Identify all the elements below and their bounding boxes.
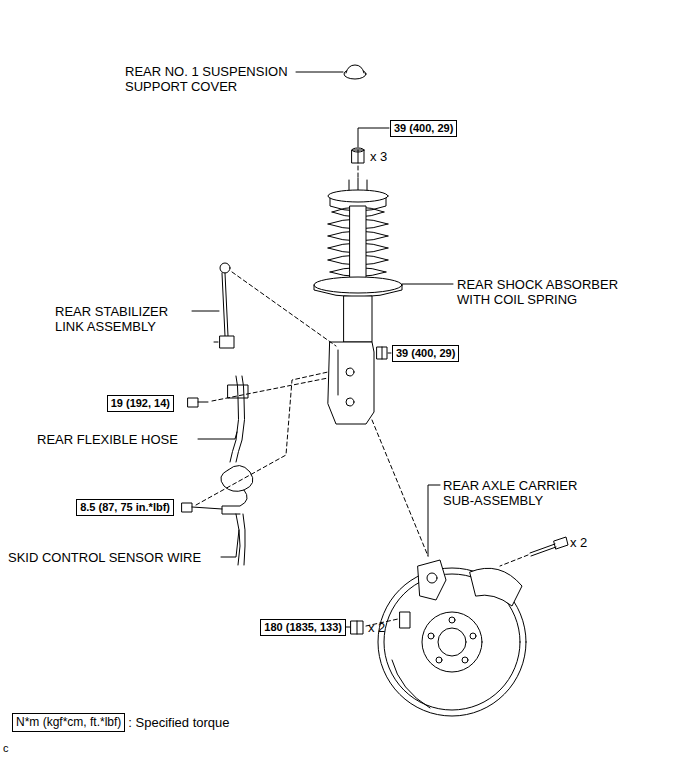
- leader-line: [296, 72, 343, 73]
- leader-line: [388, 353, 391, 354]
- part-name: REAR NO. 1 SUSPENSION SUPPORT COVER: [125, 64, 310, 94]
- flexible-hose-symbol: [188, 376, 248, 462]
- axle-carrier-symbol: [378, 560, 526, 716]
- leader-line: [221, 530, 239, 557]
- dashed-line: [500, 555, 528, 566]
- torque-box: 39 (400, 29): [392, 345, 459, 362]
- torque-box: 39 (400, 29): [390, 120, 457, 137]
- shock-absorber-symbol: [314, 178, 402, 424]
- part-name: REAR FLEXIBLE HOSE: [37, 432, 178, 447]
- part-name: REAR STABILIZER LINK ASSEMBLY: [55, 304, 195, 334]
- leader-line: [346, 627, 350, 628]
- nut-symbol: [351, 621, 363, 634]
- torque-box: 180 (1835, 133): [260, 619, 346, 636]
- dashed-line: [358, 166, 359, 178]
- torque-box: 8.5 (87, 75 in.*lbf): [76, 499, 174, 516]
- quantity-label: x 2: [570, 535, 587, 550]
- nut-symbol: [352, 148, 364, 163]
- torque-value: 39 (400, 29): [394, 122, 453, 134]
- legend-box: N*m (kgf*cm, ft.*lbf): [12, 713, 125, 732]
- nut-symbol: [377, 347, 387, 359]
- part-name: REAR SHOCK ABSORBER WITH COIL SPRING: [457, 277, 637, 307]
- torque-box: 19 (192, 14): [107, 395, 174, 412]
- torque-value: 8.5 (87, 75 in.*lbf): [80, 501, 170, 513]
- dashed-line: [232, 272, 336, 346]
- leader-line: [192, 311, 219, 312]
- torque-value: N*m (kgf*cm, ft.*lbf): [16, 715, 121, 729]
- legend-text: : Specified torque: [128, 715, 229, 730]
- leader-line: [358, 128, 389, 147]
- dashed-line: [212, 378, 328, 401]
- part-name: SKID CONTROL SENSOR WIRE: [8, 550, 201, 565]
- dashed-line: [372, 420, 428, 556]
- torque-value: 180 (1835, 133): [264, 621, 342, 633]
- leader-line: [428, 485, 440, 556]
- torque-value: 19 (192, 14): [111, 397, 170, 409]
- part-name: REAR AXLE CARRIER SUB-ASSEMBLY: [443, 478, 608, 508]
- quantity-label: x 2: [368, 620, 385, 635]
- stabilizer-link-symbol: [214, 263, 234, 348]
- dashed-line: [196, 372, 328, 505]
- quantity-label: x 3: [370, 149, 387, 164]
- torque-value: 39 (400, 29): [396, 347, 455, 359]
- figure-code: c: [3, 741, 9, 756]
- leader-line: [402, 284, 453, 285]
- leader-line: [198, 432, 237, 439]
- bolt-symbol: [530, 537, 568, 556]
- support-cover: [344, 65, 366, 79]
